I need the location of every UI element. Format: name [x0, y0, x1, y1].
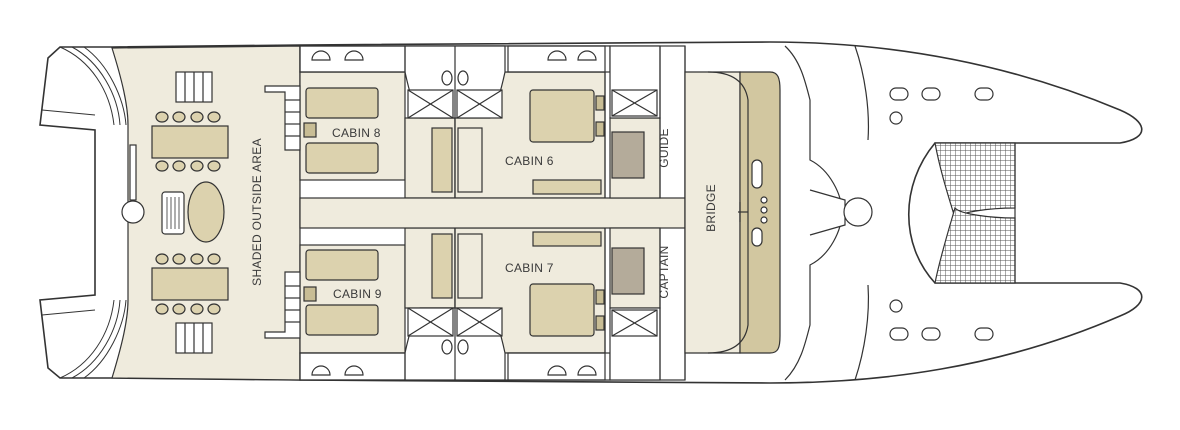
net-top: [934, 142, 1016, 220]
cabin-7-label: CABIN 7: [505, 261, 554, 275]
cabin-9-bed-2: [305, 304, 379, 336]
stairs-top: [175, 71, 213, 103]
hull-bottom-curve: [854, 284, 869, 381]
toilet-icon-4: [457, 339, 469, 355]
hatch-1: [889, 87, 909, 101]
hatch-6: [889, 327, 909, 341]
cabin-9-bed-1: [305, 249, 379, 281]
stern-davit: [121, 144, 145, 224]
cabin-8-label: CABIN 8: [332, 126, 381, 140]
cabin-8-bed-1: [305, 87, 379, 119]
closet-bottom-right: [457, 233, 483, 299]
toilet-icon-3: [441, 339, 453, 355]
central-corridor: [299, 197, 686, 229]
foredeck: [784, 45, 994, 381]
cabin-6-bed: [529, 89, 595, 143]
stern-bot-curve-1: [59, 299, 115, 379]
hatch-5: [889, 299, 903, 313]
cabin-6-nightstand-2: [595, 121, 605, 137]
hatch-3: [974, 87, 994, 101]
hatch-8: [974, 327, 994, 341]
toilet-icon-2: [457, 70, 469, 86]
bbq-grill-icon: [161, 191, 185, 235]
guide-label: GUIDE: [657, 128, 671, 168]
bridge: [684, 71, 781, 354]
captain-label: CAPTAIN: [657, 245, 671, 298]
hull-top-curve: [854, 45, 869, 141]
bath-top: [404, 45, 506, 119]
stern-top-curve-1: [59, 46, 115, 126]
cabins-block: [264, 45, 686, 381]
shaded-outside-area: SHADED OUTSIDE AREA: [111, 45, 301, 381]
stairs-bottom: [175, 322, 213, 354]
cabin-7-nightstand-1: [595, 289, 605, 305]
lounge-table: [187, 181, 225, 243]
closet-top-left: [431, 127, 453, 193]
cabin-9-label: CABIN 9: [333, 287, 382, 301]
closet-top-right: [457, 127, 483, 193]
guide-bed: [611, 131, 645, 179]
corridor-stairs-top: [264, 85, 301, 151]
stern-bot-curve-3: [83, 299, 127, 379]
corridor-stairs-bottom: [264, 271, 301, 339]
bath-bottom: [404, 307, 506, 381]
dining-table-bottom: [151, 253, 229, 315]
shaded-area-label: SHADED OUTSIDE AREA: [250, 138, 264, 286]
cabin-7-nightstand-2: [595, 315, 605, 331]
cabin-6-nightstand-1: [595, 95, 605, 111]
stern-swim-top: [41, 109, 96, 116]
dining-table-top: [151, 111, 229, 172]
davit-base-icon: [121, 200, 145, 224]
sinks-bottom: [299, 352, 606, 381]
cabin-8-bed-2: [305, 142, 379, 174]
toilet-icon: [441, 70, 453, 86]
stern-swim-bot: [41, 309, 96, 316]
cabin-9-nightstand: [303, 286, 317, 302]
mast-icon: [843, 197, 873, 227]
cabin-7-wardrobe: [532, 231, 602, 247]
trampoline-nets: [934, 142, 1016, 284]
bridge-label: BRIDGE: [704, 184, 718, 232]
stern-top-curve-2: [71, 46, 121, 126]
stern-lines: [41, 46, 127, 379]
captain-bed: [611, 247, 645, 295]
stern-bot-curve-2: [71, 299, 121, 379]
cabin-8-nightstand: [303, 122, 317, 138]
closet-bottom-left: [431, 233, 453, 299]
hatch-7: [921, 327, 941, 341]
sinks-top: [299, 45, 606, 73]
cabin-6-wardrobe: [532, 179, 602, 195]
hatch-2: [921, 87, 941, 101]
net-bottom: [934, 206, 1016, 284]
hatch-4: [889, 111, 903, 125]
cabin-6-label: CABIN 6: [505, 154, 554, 168]
stern-top-curve-3: [83, 46, 127, 126]
bridge-controls: [751, 159, 768, 247]
lounge-set: [161, 181, 225, 243]
cabin-7-bed: [529, 283, 595, 337]
bridge-console: [739, 71, 781, 354]
